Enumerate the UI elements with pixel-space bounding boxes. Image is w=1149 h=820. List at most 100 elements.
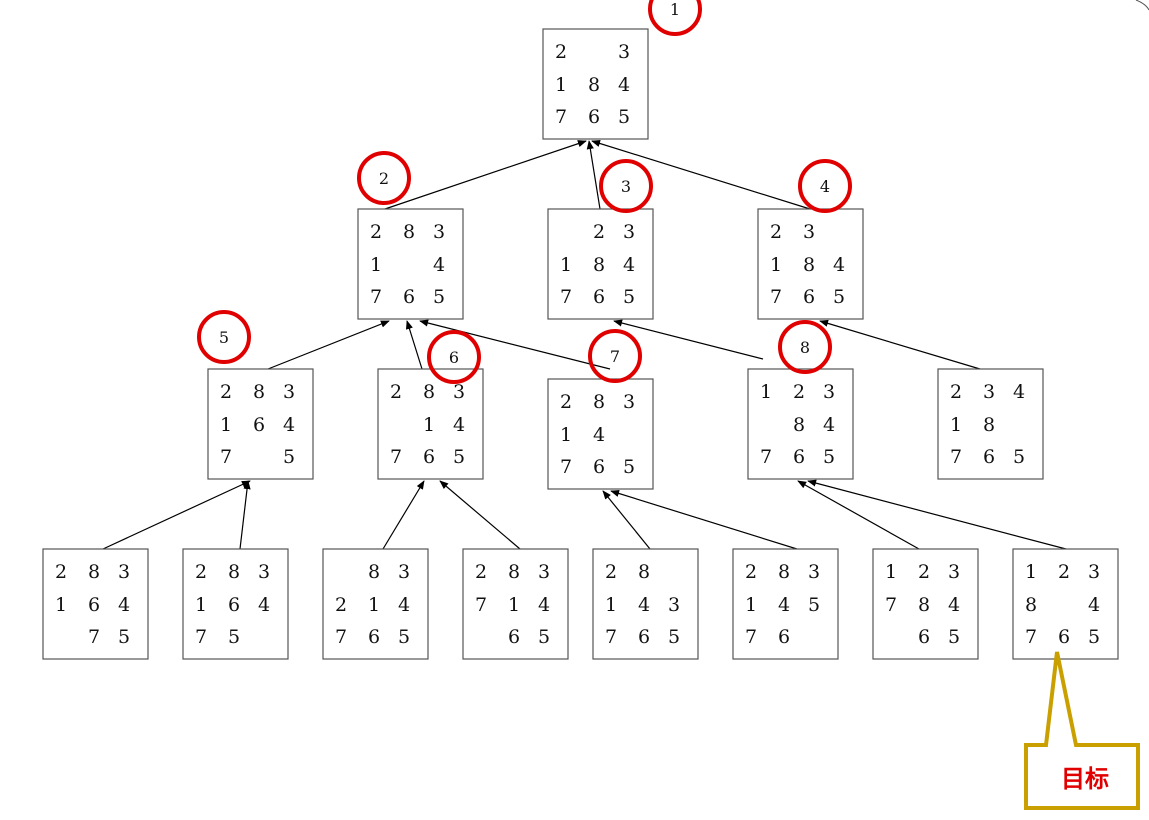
tile-cell: 1 — [560, 254, 572, 276]
state-box — [542, 28, 649, 140]
tile-cell: 1 — [368, 594, 380, 616]
edge-s15-to-s7 — [610, 489, 798, 550]
goal-callout-outline — [1024, 651, 1140, 810]
tile-cell: 1 — [55, 594, 67, 616]
tile-cell: 5 — [623, 286, 635, 308]
tile-cell: 6 — [638, 626, 650, 648]
order-marker-3: 3 — [599, 159, 653, 213]
state-box — [1012, 548, 1119, 660]
tile-cell: 5 — [538, 626, 550, 648]
state-box — [937, 368, 1044, 480]
edge-s16-to-s8 — [797, 480, 920, 550]
marker-circle — [798, 159, 852, 213]
order-marker-8: 8 — [778, 320, 832, 374]
goal-label: 目标 — [1061, 765, 1109, 793]
edge-s5-to-s2 — [267, 320, 390, 370]
tile-cell: 8 — [588, 74, 600, 96]
tile-cell: 3 — [803, 221, 815, 243]
tile-cell: 5 — [118, 626, 130, 648]
tile-cell: 4 — [623, 254, 635, 276]
tile-cell: 1 — [745, 594, 757, 616]
tile-cell: 3 — [623, 391, 635, 413]
state-box — [207, 368, 314, 480]
state-box — [732, 548, 839, 660]
marker-label: 2 — [379, 169, 389, 188]
tile-cell: 6 — [588, 106, 600, 128]
tile-cell: 7 — [770, 286, 782, 308]
order-marker-7: 7 — [588, 329, 642, 383]
tile-cell: 6 — [983, 446, 995, 468]
state-box — [872, 548, 979, 660]
tile-cell: 2 — [593, 221, 605, 243]
marker-circle — [197, 310, 251, 364]
state-box — [547, 208, 654, 320]
tile-cell: 7 — [335, 626, 347, 648]
tile-cell: 8 — [88, 561, 100, 583]
tile-cell: 8 — [593, 254, 605, 276]
tile-cell: 4 — [538, 594, 550, 616]
tile-cell: 1 — [423, 414, 435, 436]
tile-cell: 3 — [623, 221, 635, 243]
marker-circle — [357, 151, 411, 205]
tile-cell: 6 — [778, 626, 790, 648]
tile-cell: 3 — [453, 381, 465, 403]
tile-cell: 4 — [833, 254, 845, 276]
edge-s8-to-s3 — [613, 319, 764, 360]
tile-cell: 6 — [1058, 626, 1070, 648]
tile-cell: 6 — [593, 286, 605, 308]
state-box — [462, 548, 569, 660]
marker-circle — [778, 320, 832, 374]
tile-cell: 1 — [770, 254, 782, 276]
tile-cell: 2 — [560, 391, 572, 413]
state-box — [182, 548, 289, 660]
marker-label: 3 — [621, 177, 631, 196]
tile-cell: 2 — [918, 561, 930, 583]
tile-cell: 6 — [593, 456, 605, 478]
tile-cell: 8 — [508, 561, 520, 583]
tile-cell: 2 — [390, 381, 402, 403]
tile-cell: 1 — [1025, 561, 1037, 583]
tile-cell: 5 — [833, 286, 845, 308]
marker-label: 4 — [820, 177, 830, 196]
tile-cell: 3 — [433, 221, 445, 243]
tile-cell: 1 — [555, 74, 567, 96]
order-marker-1: 1 — [648, 0, 702, 36]
tile-cell: 4 — [118, 594, 130, 616]
tile-cell: 7 — [745, 626, 757, 648]
tile-cell: 1 — [508, 594, 520, 616]
tile-cell: 5 — [618, 106, 630, 128]
tile-cell: 5 — [433, 286, 445, 308]
tile-cell: 2 — [220, 381, 232, 403]
state-box — [592, 548, 699, 660]
edge-s10-to-s5 — [102, 480, 251, 550]
edge-s3-to-s1 — [586, 140, 601, 210]
tile-cell: 3 — [808, 561, 820, 583]
state-box — [547, 378, 654, 490]
state-box — [377, 368, 484, 480]
edge-s9-to-s4 — [819, 319, 981, 370]
tile-cell: 8 — [253, 381, 265, 403]
tile-cell: 3 — [983, 381, 995, 403]
state-box — [357, 208, 464, 320]
tile-cell: 4 — [398, 594, 410, 616]
tile-cell: 5 — [823, 446, 835, 468]
tile-cell: 3 — [1088, 561, 1100, 583]
state-box — [322, 548, 429, 660]
tile-cell: 2 — [55, 561, 67, 583]
tile-cell: 1 — [195, 594, 207, 616]
tile-cell: 8 — [983, 414, 995, 436]
tile-cell: 1 — [560, 424, 572, 446]
tile-cell: 6 — [253, 414, 265, 436]
tile-cell: 4 — [1088, 594, 1100, 616]
edge-s2-to-s1 — [384, 140, 587, 210]
order-marker-4: 4 — [798, 159, 852, 213]
tile-cell: 4 — [1013, 381, 1025, 403]
tile-cell: 6 — [508, 626, 520, 648]
marker-label: 5 — [219, 328, 229, 347]
